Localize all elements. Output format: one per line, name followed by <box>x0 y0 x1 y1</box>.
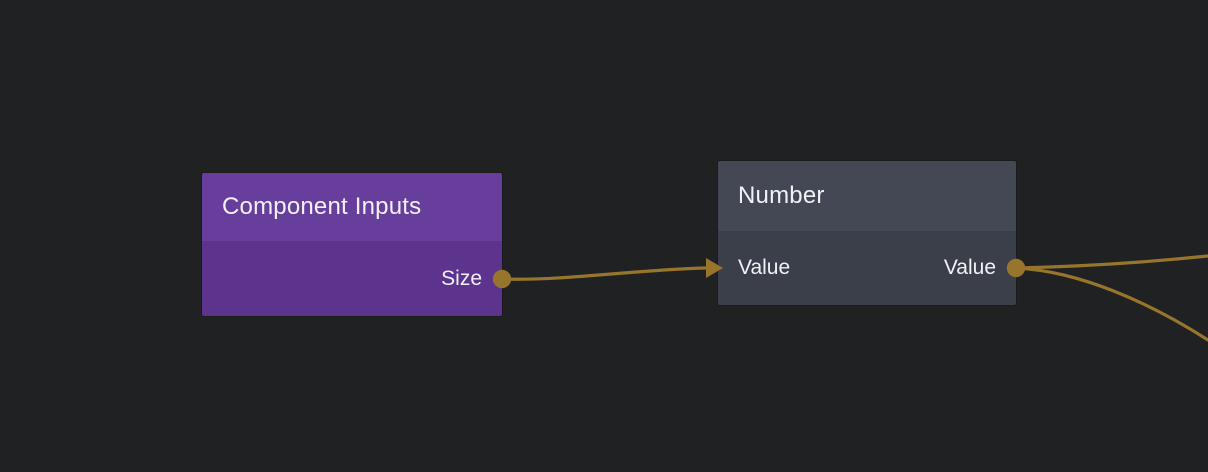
wire-value-out-lower <box>1014 266 1208 342</box>
wire-value-out-upper <box>1014 254 1208 270</box>
node-title: Component Inputs <box>222 193 422 220</box>
output-port-label: Value <box>943 256 996 279</box>
output-port-size[interactable] <box>492 269 512 289</box>
node-component-inputs[interactable]: Component Inputs Size <box>202 173 502 316</box>
wire-size-to-value <box>500 266 709 281</box>
node-number[interactable]: Number Value Value <box>718 161 1016 305</box>
node-title: Number <box>738 182 825 209</box>
output-port-label: Size <box>441 266 482 290</box>
node-header[interactable]: Component Inputs <box>202 173 502 241</box>
value-row: Value Value <box>718 231 1016 305</box>
node-body: Value Value <box>718 231 1016 305</box>
node-body: Size <box>202 241 502 316</box>
node-header[interactable]: Number <box>718 161 1016 231</box>
input-port-arrow-value[interactable] <box>706 258 723 278</box>
input-port-label: Value <box>738 256 791 279</box>
output-row-size: Size <box>202 241 502 316</box>
output-port-value[interactable] <box>1006 258 1026 278</box>
